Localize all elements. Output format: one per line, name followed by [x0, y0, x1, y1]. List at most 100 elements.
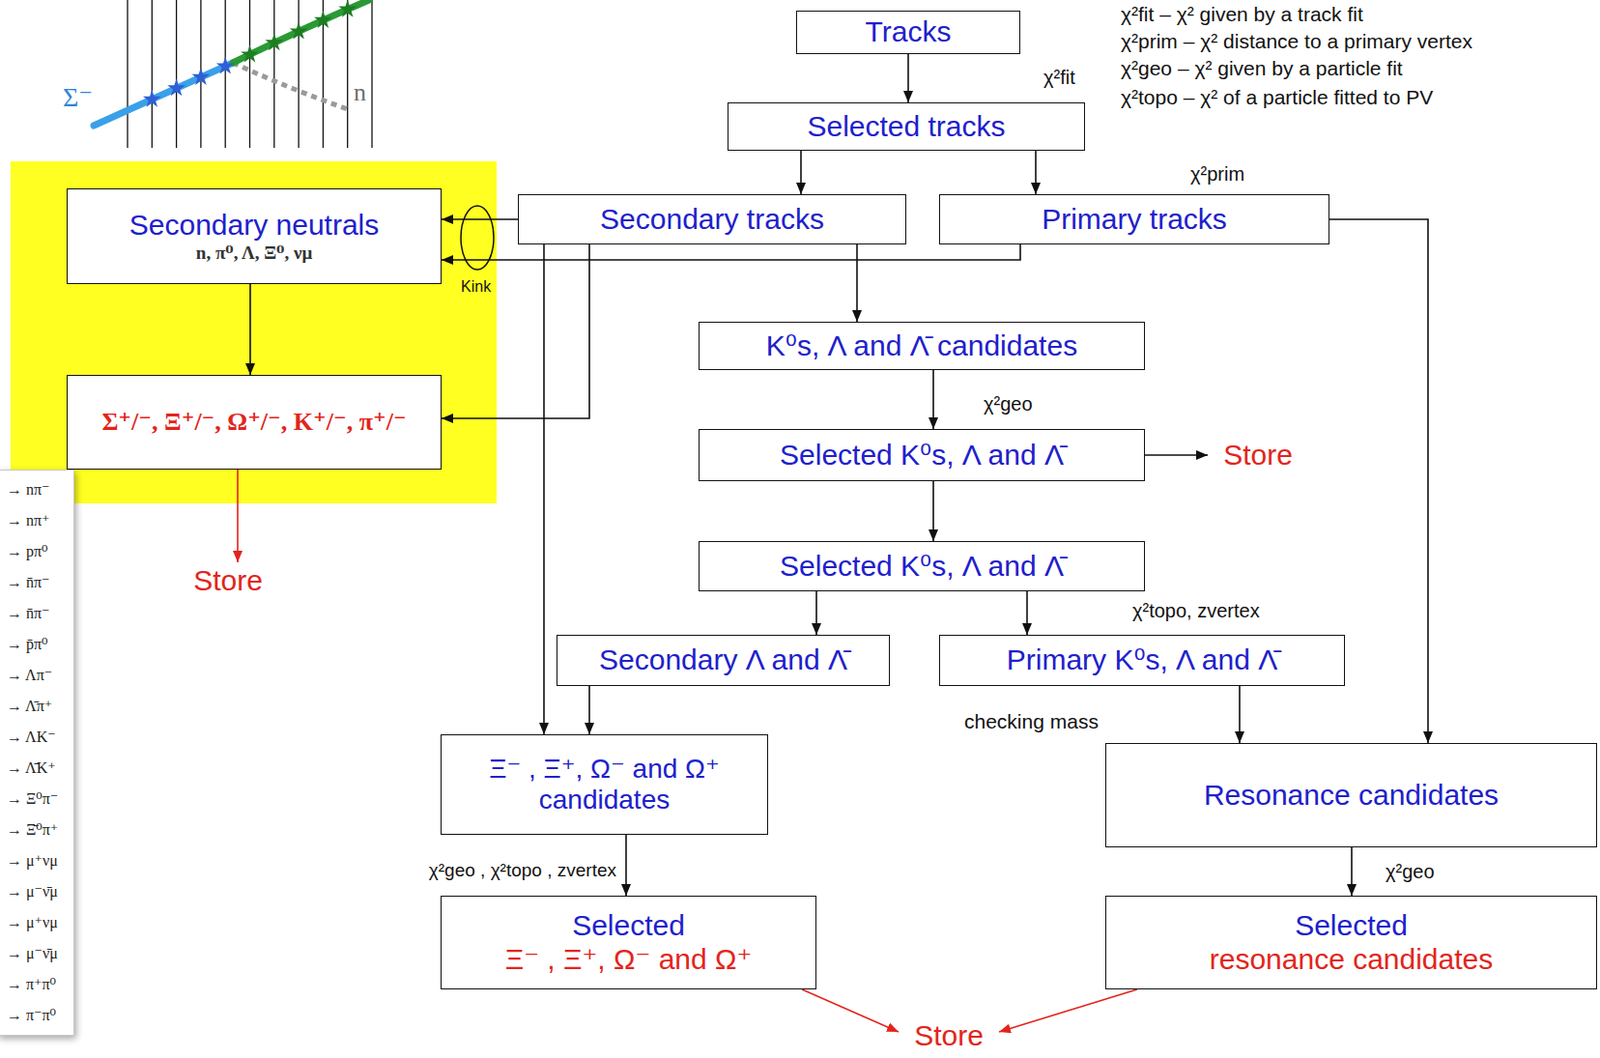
- node-text: Primary tracks: [1041, 202, 1228, 237]
- connector-arrow: [932, 481, 935, 542]
- connector-arrow: [1026, 591, 1029, 635]
- connector-arrow: [1238, 685, 1241, 743]
- node-text: Primary K⁰s, Λ and Λ̄: [1006, 643, 1279, 678]
- annotation-label: checking mass: [964, 709, 1099, 734]
- node-text: → π⁻π⁰: [6, 1000, 57, 1031]
- node-text: Resonance candidates: [1203, 778, 1499, 813]
- process-box: Secondary neutralsn, π⁰, Λ, Ξ⁰, νμ: [66, 188, 442, 285]
- connector-arrow: [999, 989, 1138, 1032]
- process-box: Ξ⁻ , Ξ⁺, Ω⁻ and Ω⁺ candidates: [440, 734, 769, 835]
- process-box: Primary tracks: [939, 194, 1330, 245]
- hit-star: [264, 32, 284, 51]
- node-text: Secondary Λ and Λ̄: [599, 643, 848, 678]
- node-text: → pπ⁰: [6, 536, 49, 568]
- hit-star: [216, 57, 235, 75]
- annotation-label: χ²geo: [1385, 859, 1435, 884]
- node-text: → μ⁻ν̄μ: [6, 938, 58, 970]
- process-box: Selected K⁰s, Λ and Λ̄: [698, 428, 1145, 482]
- process-box: Resonance candidates: [1105, 742, 1598, 848]
- connector-arrow: [441, 244, 590, 419]
- node-text: Selected: [1294, 909, 1408, 943]
- node-text: → μ⁺νμ: [6, 907, 58, 939]
- detector-station: [225, 0, 227, 148]
- process-box: Σ⁺/⁻, Ξ⁺/⁻, Ω⁺/⁻, K⁺/⁻, π⁺/⁻: [66, 374, 442, 470]
- connector-arrow: [1144, 454, 1208, 457]
- annotation-label: χ²prim – χ² distance to a primary vertex: [1120, 28, 1473, 54]
- connector-arrow: [815, 591, 818, 635]
- connector-arrow: [801, 989, 899, 1032]
- connector-arrow: [441, 218, 518, 221]
- annotation-label: χ²fit: [1043, 65, 1076, 89]
- node-text: Secondary neutrals: [129, 208, 380, 243]
- node-text: → nπ⁻: [6, 474, 51, 506]
- connector-arrow: [800, 150, 802, 195]
- store-label: Store: [900, 1018, 998, 1054]
- connector-arrow: [236, 469, 239, 563]
- hit-star: [289, 22, 309, 40]
- annotation-label: χ²geo – χ² given by a particle fit: [1120, 56, 1403, 81]
- node-text: → ΛK⁻: [6, 721, 57, 753]
- node-text: → n̄π⁻: [6, 567, 51, 599]
- hit-star: [240, 45, 259, 63]
- node-text: Store: [193, 564, 263, 599]
- node-text: Selected K⁰s, Λ and Λ̄: [779, 549, 1064, 584]
- connector-arrow: [441, 244, 1021, 260]
- neutral-track: [232, 62, 348, 110]
- process-box: Primary K⁰s, Λ and Λ̄: [939, 634, 1345, 686]
- connector-arrow: [907, 54, 910, 104]
- node-text: Selected: [571, 909, 686, 943]
- connector-arrow: [625, 834, 628, 896]
- node-text: Secondary tracks: [600, 202, 825, 237]
- highlight-band-fill: [10, 161, 497, 504]
- node-text: → Ξ⁰π⁻: [6, 783, 58, 815]
- connector-arrow: [856, 244, 858, 322]
- detector-station: [273, 0, 275, 148]
- hit-star: [167, 78, 186, 96]
- node-text: → n̄π⁻: [6, 598, 51, 629]
- node-text: Store: [914, 1019, 984, 1054]
- annotation-label: Σ⁻: [62, 81, 93, 115]
- node-text: → Λ̄π⁺: [6, 690, 53, 722]
- detector-station: [371, 0, 372, 148]
- connector-arrow: [1350, 847, 1353, 896]
- annotation-label: χ²geo: [983, 392, 1033, 416]
- node-text: → μ⁻ν̄μ: [6, 876, 58, 908]
- annotation-label: χ²geo , χ²topo , zvertex: [428, 859, 617, 883]
- node-text: Kink: [460, 278, 491, 296]
- detector-station: [126, 0, 128, 148]
- node-text: K⁰s, Λ and Λ̄ candidates: [766, 329, 1078, 364]
- node-text: Ξ⁻ , Ξ⁺, Ω⁻ and Ω⁺ candidates: [449, 753, 760, 816]
- hit-star: [314, 10, 333, 29]
- node-text: → nπ⁺: [6, 505, 51, 537]
- node-text: → p̄π⁰: [6, 628, 49, 660]
- hit-star: [142, 89, 162, 108]
- node-text: → Ξ̄⁰π⁺: [6, 814, 58, 846]
- decay-list: → nπ⁻→ nπ⁺→ pπ⁰→ n̄π⁻→ n̄π⁻→ p̄π⁰→ Λπ⁻→ …: [0, 469, 75, 1036]
- detector-station: [175, 0, 177, 148]
- node-text: Selected K⁰s, Λ and Λ̄: [779, 438, 1064, 473]
- store-label: Store: [179, 562, 277, 600]
- node-text: resonance candidates: [1209, 942, 1494, 977]
- hit-star: [191, 67, 210, 86]
- annotation-label: χ²topo, zvertex: [1132, 599, 1260, 623]
- process-box: Secondary tracks: [517, 194, 907, 245]
- node-text: Σ⁺/⁻, Ξ⁺/⁻, Ω⁺/⁻, K⁺/⁻, π⁺/⁻: [101, 407, 406, 437]
- kink-illustration: [93, 0, 372, 148]
- process-box: Tracks: [796, 10, 1021, 55]
- process-box: K⁰s, Λ and Λ̄ candidates: [698, 321, 1145, 371]
- connector-arrow: [932, 370, 935, 429]
- connector-arrow: [542, 244, 545, 735]
- process-box: Secondary Λ and Λ̄: [556, 634, 890, 686]
- process-box: Selectedresonance candidates: [1105, 895, 1598, 990]
- process-box: Selected K⁰s, Λ and Λ̄: [698, 541, 1145, 592]
- detector-station: [346, 0, 348, 148]
- connector-arrow: [249, 284, 252, 375]
- detector-station: [249, 0, 251, 148]
- node-text: Tracks: [865, 15, 952, 50]
- daughter-track: [232, 0, 370, 63]
- node-text: Selected tracks: [806, 110, 1005, 144]
- connector-arrow: [1034, 150, 1037, 195]
- node-text: → Λ̄K⁺: [6, 752, 57, 784]
- annotation-label: χ²prim: [1190, 162, 1245, 186]
